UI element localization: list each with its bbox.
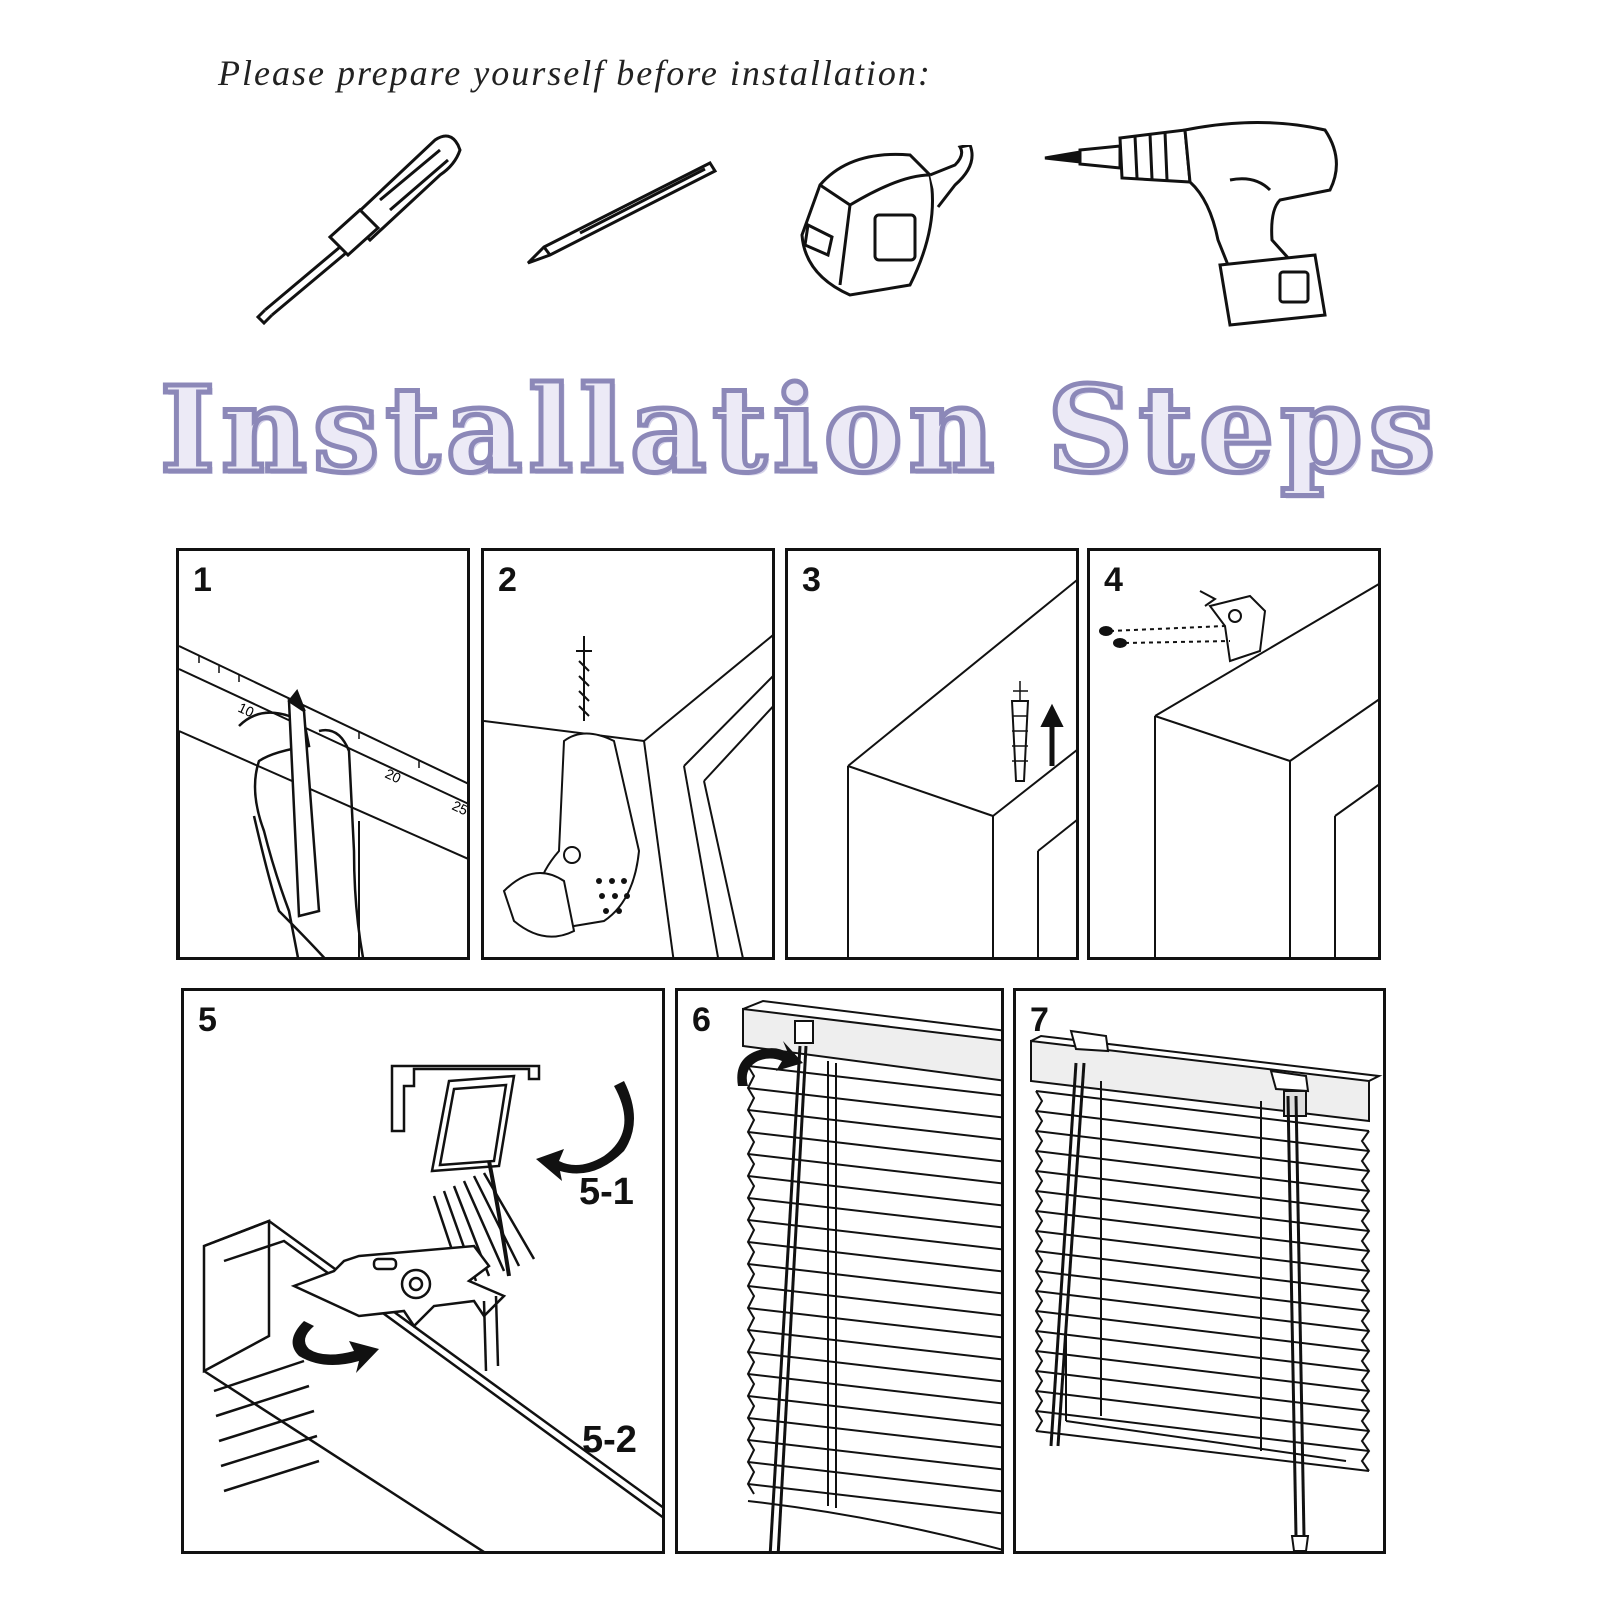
step-1-illustration: 10 20 25 bbox=[179, 645, 470, 957]
rotate-arrow-5-1 bbox=[536, 1081, 634, 1181]
step-5-illustration bbox=[202, 1064, 662, 1551]
step-6-illustration bbox=[737, 999, 1001, 1551]
drill-icon bbox=[1044, 121, 1338, 327]
ruler-tick-10: 10 bbox=[236, 699, 257, 720]
tape-measure-icon bbox=[800, 145, 974, 297]
ruler-tick-25: 25 bbox=[450, 797, 470, 818]
step-1-number: 1 bbox=[193, 561, 212, 599]
step-5-2-label: 5-2 bbox=[582, 1419, 637, 1461]
step-2-panel: 2 bbox=[481, 548, 775, 960]
installation-steps-title: Installation Steps bbox=[157, 358, 1442, 502]
step-5-1-label: 5-1 bbox=[579, 1171, 634, 1213]
step-4-number: 4 bbox=[1104, 561, 1123, 599]
step-7-number: 7 bbox=[1030, 1001, 1049, 1039]
hook-arrow-6 bbox=[737, 1041, 803, 1086]
step-7-illustration bbox=[1030, 1029, 1383, 1551]
step-3-panel: 3 bbox=[785, 548, 1079, 960]
pencil-icon bbox=[526, 161, 718, 265]
step-4-panel: 4 bbox=[1087, 548, 1381, 960]
step-6-panel: 6 bbox=[675, 988, 1004, 1554]
intro-text: Please prepare yourself before installat… bbox=[218, 53, 932, 93]
ruler-tick-20: 20 bbox=[383, 765, 404, 786]
screwdriver-icon bbox=[255, 134, 462, 325]
step-3-illustration bbox=[847, 579, 1076, 957]
step-3-number: 3 bbox=[802, 561, 821, 599]
step-4-illustration bbox=[1099, 583, 1378, 957]
step-2-illustration bbox=[484, 634, 772, 957]
rotate-arrow-5-2 bbox=[292, 1321, 379, 1373]
step-5-number: 5 bbox=[198, 1001, 217, 1039]
step-2-number: 2 bbox=[498, 561, 517, 599]
step-6-number: 6 bbox=[692, 1001, 711, 1039]
tools-row bbox=[0, 120, 1601, 350]
step-5-panel: 5 5-1 5-2 bbox=[181, 988, 665, 1554]
step-1-panel: 1 10 20 25 bbox=[176, 548, 470, 960]
step-7-panel: 7 bbox=[1013, 988, 1386, 1554]
